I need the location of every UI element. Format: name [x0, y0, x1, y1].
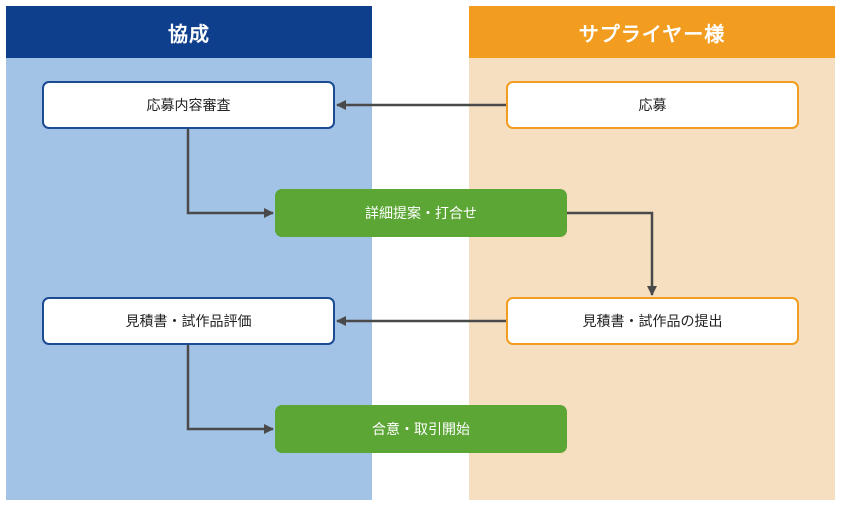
arrow-proposal-to-submit: [567, 211, 657, 296]
step-evaluate: 見積書・試作品評価: [42, 297, 335, 345]
step-apply: 応募: [506, 81, 799, 129]
kyosei-lane-title: 協成: [6, 6, 372, 58]
supplier-lane-title: サプライヤー様: [469, 6, 835, 58]
arrow-review-to-proposal: [186, 129, 274, 218]
arrow-evaluate-to-agreement: [186, 345, 274, 434]
step-submit: 見積書・試作品の提出: [506, 297, 799, 345]
step-agreement: 合意・取引開始: [275, 405, 567, 453]
step-proposal: 詳細提案・打合せ: [275, 189, 567, 237]
step-review: 応募内容審査: [42, 81, 335, 129]
